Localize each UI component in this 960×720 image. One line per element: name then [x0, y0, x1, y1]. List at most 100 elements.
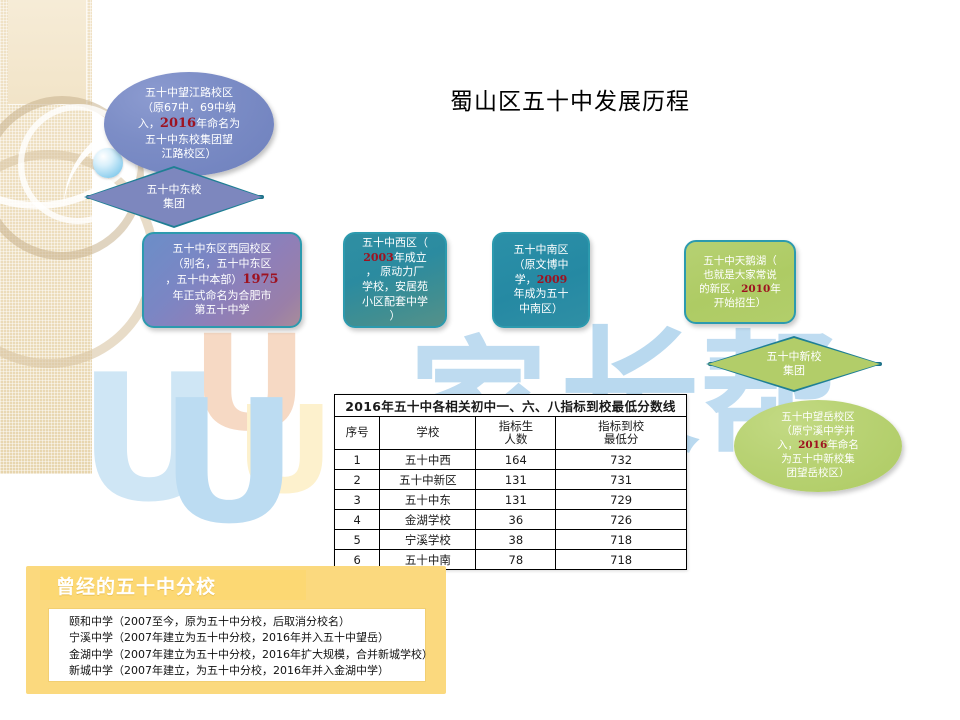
cell-school: 五十中西	[379, 449, 477, 470]
score-header-school: 学校	[379, 416, 477, 450]
list-item: 新城中学（2007年建立，为五十中分校，2016年并入金湖中学）	[69, 663, 389, 677]
score-header-count-sub: 人数	[504, 432, 528, 446]
south-line2: （原文博中	[513, 257, 569, 271]
wangyue-line2: （原宁溪中学并	[781, 425, 855, 438]
cell-no: 5	[333, 529, 381, 550]
cell-no: 2	[333, 469, 381, 490]
node-xiyuan-campus[interactable]: 五十中东区西园校区 （别名，五十中东区 ，五十中本部）1975 年正式命名为合肥…	[142, 232, 302, 328]
cell-count: 78	[475, 549, 557, 570]
watermark-peach-glyph: U	[190, 307, 309, 461]
xiyuan-line4: 年正式命名为合肥市	[172, 288, 272, 302]
score-header-minscore-main: 指标到校	[598, 418, 645, 433]
cell-minscore: 732	[555, 449, 687, 470]
south-line3-pre: 学，	[514, 272, 537, 286]
list-item: 金湖中学（2007年建立为五十中分校，2016年扩大规模，合并新城学校）	[69, 647, 433, 661]
wangyue-line3-post: 年命名	[827, 439, 859, 452]
south-line4: 年成为五十	[513, 287, 569, 301]
list-item: 宁溪中学（2007年建立为五十中分校，2016年并入五十中望岳）	[69, 631, 389, 645]
xiyuan-line5: 第五十中学	[194, 303, 250, 317]
south-line5: 中南区）	[519, 302, 563, 316]
score-table-header-row: 序号 学校 指标生 人数 指标到校 最低分	[333, 416, 687, 450]
west-line6: ）	[389, 309, 401, 323]
swan-year: 2010	[741, 283, 771, 295]
new-group-line1: 五十中新校	[766, 349, 822, 363]
cell-minscore: 729	[555, 489, 687, 510]
node-wangyue-campus[interactable]: 五十中望岳校区 （原宁溪中学并 入，2016年命名 为五十中新校集 团望岳校区）	[734, 400, 902, 492]
cell-count: 131	[475, 469, 557, 490]
score-header-count-main: 指标生	[498, 418, 534, 433]
table-row: 3 五十中东 131 729	[333, 489, 687, 510]
former-branches-heading: 曾经的五十中分校	[40, 570, 306, 600]
page-title: 蜀山区五十中发展历程	[450, 89, 690, 115]
xiyuan-year: 1975	[242, 272, 279, 288]
node-south-district[interactable]: 五十中南区 （原文博中 学，2009 年成为五十 中南区）	[492, 232, 590, 328]
cell-count: 131	[475, 489, 557, 510]
cell-minscore: 731	[555, 469, 687, 490]
cell-count: 38	[475, 529, 557, 550]
south-line1: 五十中南区	[513, 243, 569, 257]
west-line3: ， 原动力厂	[365, 265, 425, 279]
score-header-school-main: 学校	[416, 425, 440, 440]
former-branches-band-right	[316, 570, 446, 600]
wangyue-line4: 为五十中新校集	[781, 452, 855, 465]
wangjiang-line3-pre: 入，	[137, 117, 160, 131]
table-row: 6 五十中南 78 718	[333, 549, 687, 570]
table-row: 5 宁溪学校 38 718	[333, 529, 687, 550]
watermark-u-right: U	[160, 364, 299, 562]
xiyuan-line1: 五十中东区西园校区	[172, 241, 272, 255]
swan-line4: 开始招生）	[713, 297, 767, 310]
wangyue-year: 2016	[798, 439, 828, 452]
wangjiang-line1: 五十中望江路校区	[145, 86, 233, 100]
score-table-title: 2016年五十中各相关初中一、六、八指标到校最低分数线	[334, 394, 687, 417]
cell-count: 36	[475, 509, 557, 530]
west-line2-post: 年成立	[393, 250, 427, 264]
node-wangjiang-campus[interactable]: 五十中望江路校区 （原67中，69中纳 入，2016年命名为 五十中东校集团望 …	[104, 72, 274, 176]
score-header-count: 指标生 人数	[475, 416, 557, 450]
score-header-minscore-sub: 最低分	[603, 432, 639, 446]
east-group-line1: 五十中东校	[146, 182, 202, 196]
wangyue-line5: 团望岳校区）	[786, 466, 850, 479]
cell-no: 1	[333, 449, 381, 470]
table-row: 4 金湖学校 36 726	[333, 509, 687, 530]
wangjiang-line4: 五十中东校集团望	[145, 132, 233, 146]
wangjiang-year: 2016	[159, 116, 197, 132]
table-row: 2 五十中新区 131 731	[333, 469, 687, 490]
wangjiang-line3-post: 年命名为	[196, 117, 241, 131]
node-west-district[interactable]: 五十中西区（ 2003年成立 ， 原动力厂 学校，安居苑 小区配套中学 ）	[343, 232, 447, 328]
cell-no: 3	[333, 489, 381, 510]
swan-line3-pre: 的新区，	[699, 283, 742, 295]
score-table: 2016年五十中各相关初中一、六、八指标到校最低分数线 序号 学校 指标生 人数…	[333, 394, 687, 570]
swan-line2: 也就是大家常说	[703, 268, 777, 281]
east-group-line2: 集团	[163, 197, 185, 210]
watermark-u-left: U	[78, 338, 221, 541]
cell-minscore: 718	[555, 529, 687, 550]
score-header-minscore: 指标到校 最低分	[555, 416, 687, 450]
wangjiang-line5: 江路校区）	[161, 147, 217, 161]
south-year: 2009	[536, 272, 568, 286]
new-group-line2: 集团	[783, 364, 805, 377]
xiyuan-line3-pre: ，五十中本部）	[165, 273, 243, 287]
west-line5: 小区配套中学	[362, 294, 428, 308]
former-branches-list: 颐和中学（2007至今，原为五十中分校，后取消分校名） 宁溪中学（2007年建立…	[48, 608, 433, 682]
west-line1: 五十中西区（	[362, 235, 428, 249]
wangyue-line1: 五十中望岳校区	[781, 411, 855, 424]
west-line4: 学校，安居苑	[362, 280, 428, 293]
cell-minscore: 726	[555, 509, 687, 530]
score-header-no: 序号	[333, 416, 381, 450]
table-row: 1 五十中西 164 732	[333, 449, 687, 470]
swan-line1: 五十中天鹅湖（	[703, 254, 777, 267]
node-east-school-group[interactable]: 五十中东校 集团	[84, 166, 264, 228]
node-new-school-group[interactable]: 五十中新校 集团	[706, 336, 882, 392]
list-item: 颐和中学（2007至今，原为五十中分校，后取消分校名）	[69, 615, 350, 628]
cell-school: 宁溪学校	[379, 529, 477, 550]
swan-line3-post: 年	[770, 283, 781, 295]
wangjiang-line2: （原67中，69中纳	[142, 100, 236, 114]
xiyuan-line2: （别名，五十中东区	[172, 256, 272, 270]
cell-minscore: 718	[555, 549, 687, 570]
node-swan-lake-campus[interactable]: 五十中天鹅湖（ 也就是大家常说 的新区，2010年 开始招生）	[684, 240, 796, 324]
west-year: 2003	[363, 250, 394, 264]
cell-school: 金湖学校	[379, 509, 477, 530]
former-branches-heading-text: 曾经的五十中分校	[56, 575, 217, 598]
score-header-no-main: 序号	[345, 425, 369, 440]
